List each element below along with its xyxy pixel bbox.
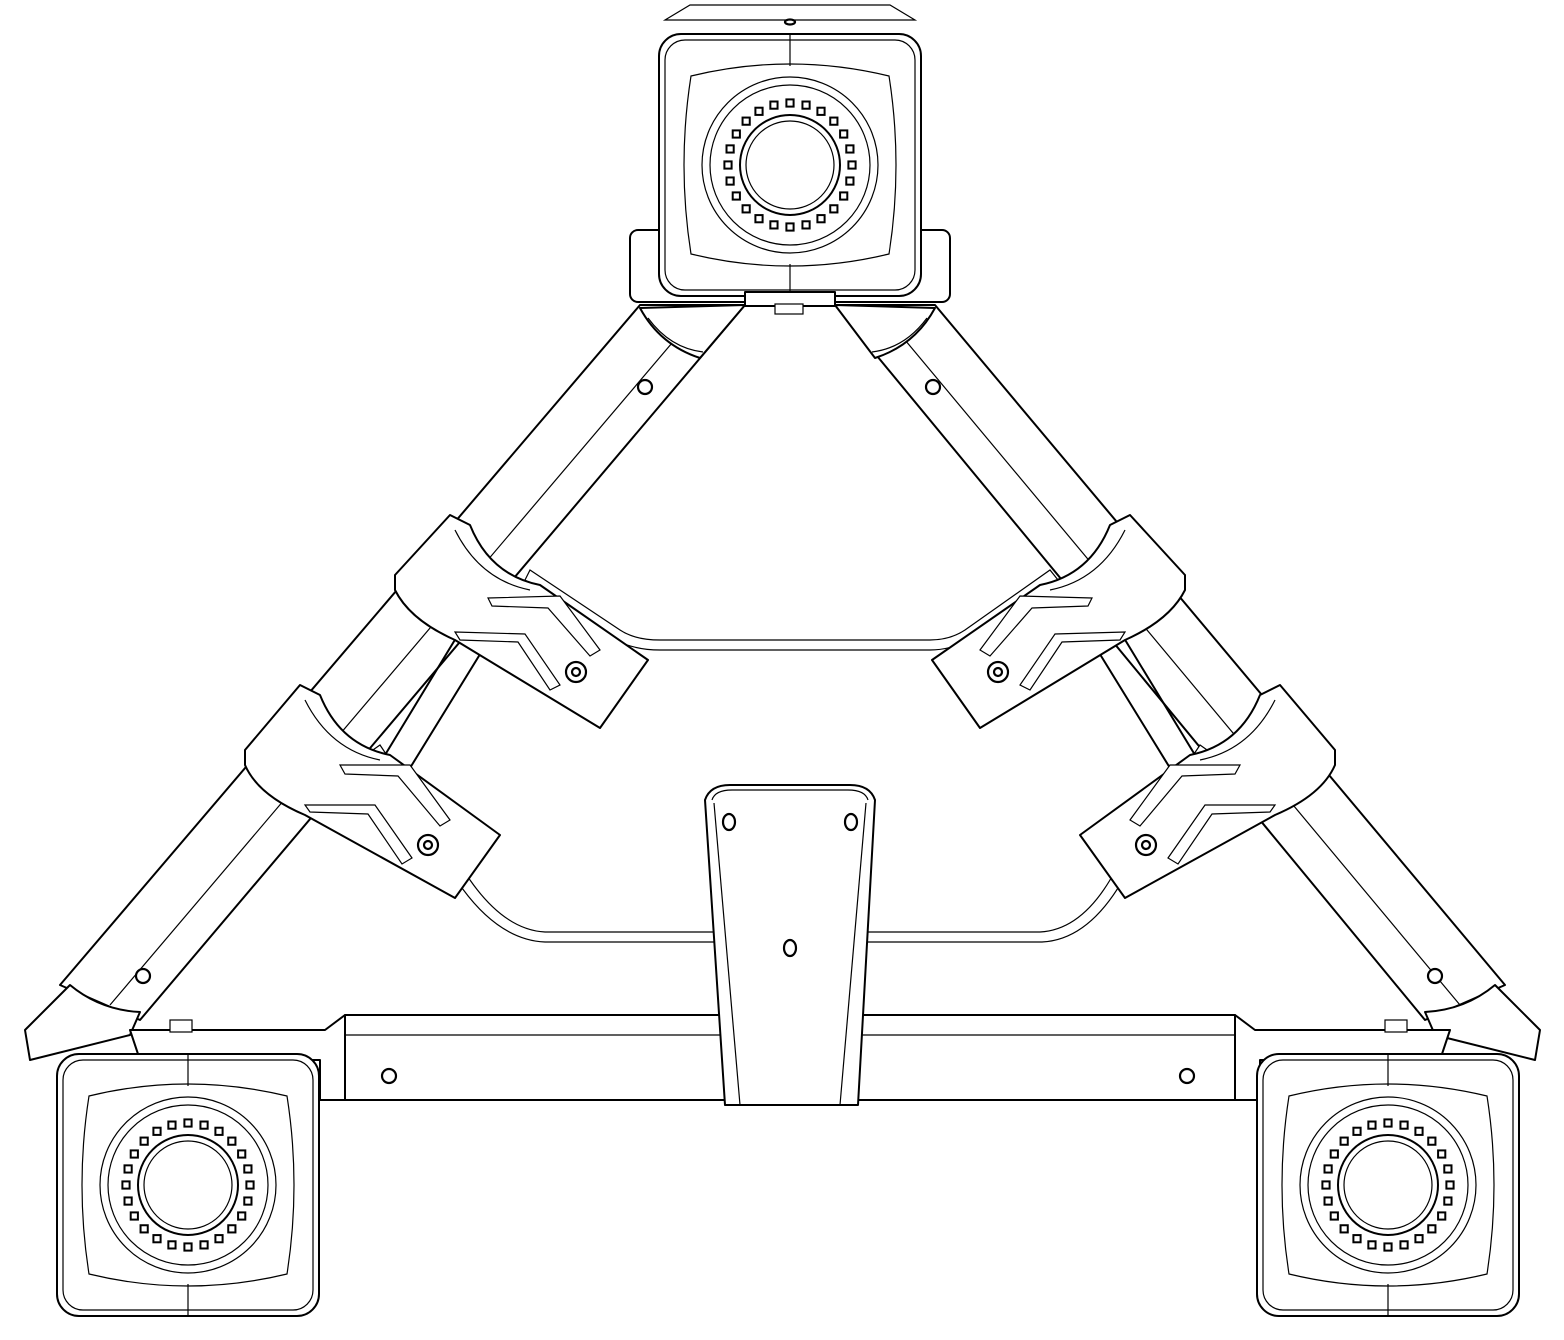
bolt-hole-icon — [785, 222, 795, 232]
screw-icon — [636, 378, 654, 396]
bolt-hole-icon — [741, 204, 751, 214]
screw-icon — [380, 1067, 398, 1085]
bolt-hole-icon — [227, 1136, 237, 1146]
bolt-hole-icon — [214, 1126, 224, 1136]
bolt-hole-icon — [1339, 1136, 1349, 1146]
bolt-hole-icon — [139, 1136, 149, 1146]
hub-bottom-right — [1256, 1053, 1520, 1317]
leg-screws — [134, 378, 1444, 985]
bolt-hole-icon — [741, 116, 751, 126]
center-bracket — [704, 784, 876, 1106]
bolt-hole-icon — [152, 1234, 162, 1244]
bolt-hole-icon — [1437, 1149, 1447, 1159]
screw-icon — [1178, 1067, 1196, 1085]
clamp-upper-left — [394, 514, 649, 729]
bolt-hole-icon — [847, 160, 857, 170]
bolt-hole-icon — [723, 160, 733, 170]
bolt-hole-icon — [1414, 1126, 1424, 1136]
bolt-hole-icon — [183, 1118, 193, 1128]
bolt-hole-icon — [1399, 1240, 1409, 1250]
bolt-hole-icon — [227, 1224, 237, 1234]
bolt-hole-icon — [1323, 1196, 1333, 1206]
bolt-hole-icon — [816, 106, 826, 116]
bolt-hole-icon — [731, 129, 741, 139]
bolt-hole-icon — [183, 1242, 193, 1252]
bolt-hole-icon — [214, 1234, 224, 1244]
bolt-hole-icon — [725, 144, 735, 154]
screw-icon — [134, 967, 152, 985]
bolt-hole-icon — [829, 116, 839, 126]
bolt-hole-icon — [754, 214, 764, 224]
bolt-hole-icon — [129, 1211, 139, 1221]
bolt-hole-icon — [801, 220, 811, 230]
bolt-hole-icon — [245, 1180, 255, 1190]
bolt-hole-icon — [1443, 1196, 1453, 1206]
bolt-hole-icon — [1427, 1224, 1437, 1234]
bolt-hole-icon — [199, 1120, 209, 1130]
bolt-hole-icon — [845, 144, 855, 154]
clamp-lower-right — [1079, 684, 1336, 899]
bolt-hole-icon — [1437, 1211, 1447, 1221]
bolt-hole-icon — [1329, 1149, 1339, 1159]
bolt-hole-icon — [725, 176, 735, 186]
bolt-hole-icon — [829, 204, 839, 214]
bolt-hole-icon — [1352, 1126, 1362, 1136]
bolt-hole-icon — [754, 106, 764, 116]
hubs — [56, 4, 1520, 1317]
bolt-hole-icon — [769, 100, 779, 110]
bolt-hole-icon — [129, 1149, 139, 1159]
clamp-upper-right — [931, 514, 1186, 729]
hub-bottom-left — [56, 1053, 320, 1317]
clamp-lower-left — [244, 684, 501, 899]
bolt-hole-icon — [237, 1149, 247, 1159]
bolt-hole-icon — [839, 129, 849, 139]
bolt-hole-icon — [1339, 1224, 1349, 1234]
bolt-hole-icon — [121, 1180, 131, 1190]
bolt-hole-icon — [1383, 1118, 1393, 1128]
bolt-hole-icon — [816, 214, 826, 224]
right-leg — [834, 304, 1541, 1061]
bolt-hole-icon — [243, 1196, 253, 1206]
bolt-hole-icon — [123, 1196, 133, 1206]
bolt-hole-icon — [801, 100, 811, 110]
bolt-hole-icon — [1329, 1211, 1339, 1221]
bolt-hole-icon — [1443, 1164, 1453, 1174]
bolt-hole-icon — [199, 1240, 209, 1250]
bolt-hole-icon — [731, 191, 741, 201]
top-hub-mount — [744, 291, 836, 315]
bolt-hole-icon — [1399, 1120, 1409, 1130]
bolt-hole-icon — [152, 1126, 162, 1136]
bolt-hole-icon — [1445, 1180, 1455, 1190]
bolt-hole-icon — [167, 1120, 177, 1130]
clamps — [244, 514, 1336, 899]
bolt-hole-icon — [1414, 1234, 1424, 1244]
bolt-hole-icon — [123, 1164, 133, 1174]
bolt-hole-icon — [237, 1211, 247, 1221]
bolt-hole-icon — [243, 1164, 253, 1174]
bolt-hole-icon — [1323, 1164, 1333, 1174]
bolt-hole-icon — [839, 191, 849, 201]
bolt-hole-icon — [1367, 1120, 1377, 1130]
left-leg — [24, 304, 746, 1061]
bolt-hole-icon — [1367, 1240, 1377, 1250]
bolt-hole-icon — [1427, 1136, 1437, 1146]
screw-icon — [924, 378, 942, 396]
bolt-hole-icon — [167, 1240, 177, 1250]
bolt-hole-icon — [769, 220, 779, 230]
screw-icon — [1426, 967, 1444, 985]
bolt-hole-icon — [1352, 1234, 1362, 1244]
bolt-hole-icon — [139, 1224, 149, 1234]
bolt-hole-icon — [1321, 1180, 1331, 1190]
hub-top — [629, 4, 951, 303]
bolt-hole-icon — [785, 98, 795, 108]
bolt-hole-icon — [1383, 1242, 1393, 1252]
bolt-hole-icon — [845, 176, 855, 186]
